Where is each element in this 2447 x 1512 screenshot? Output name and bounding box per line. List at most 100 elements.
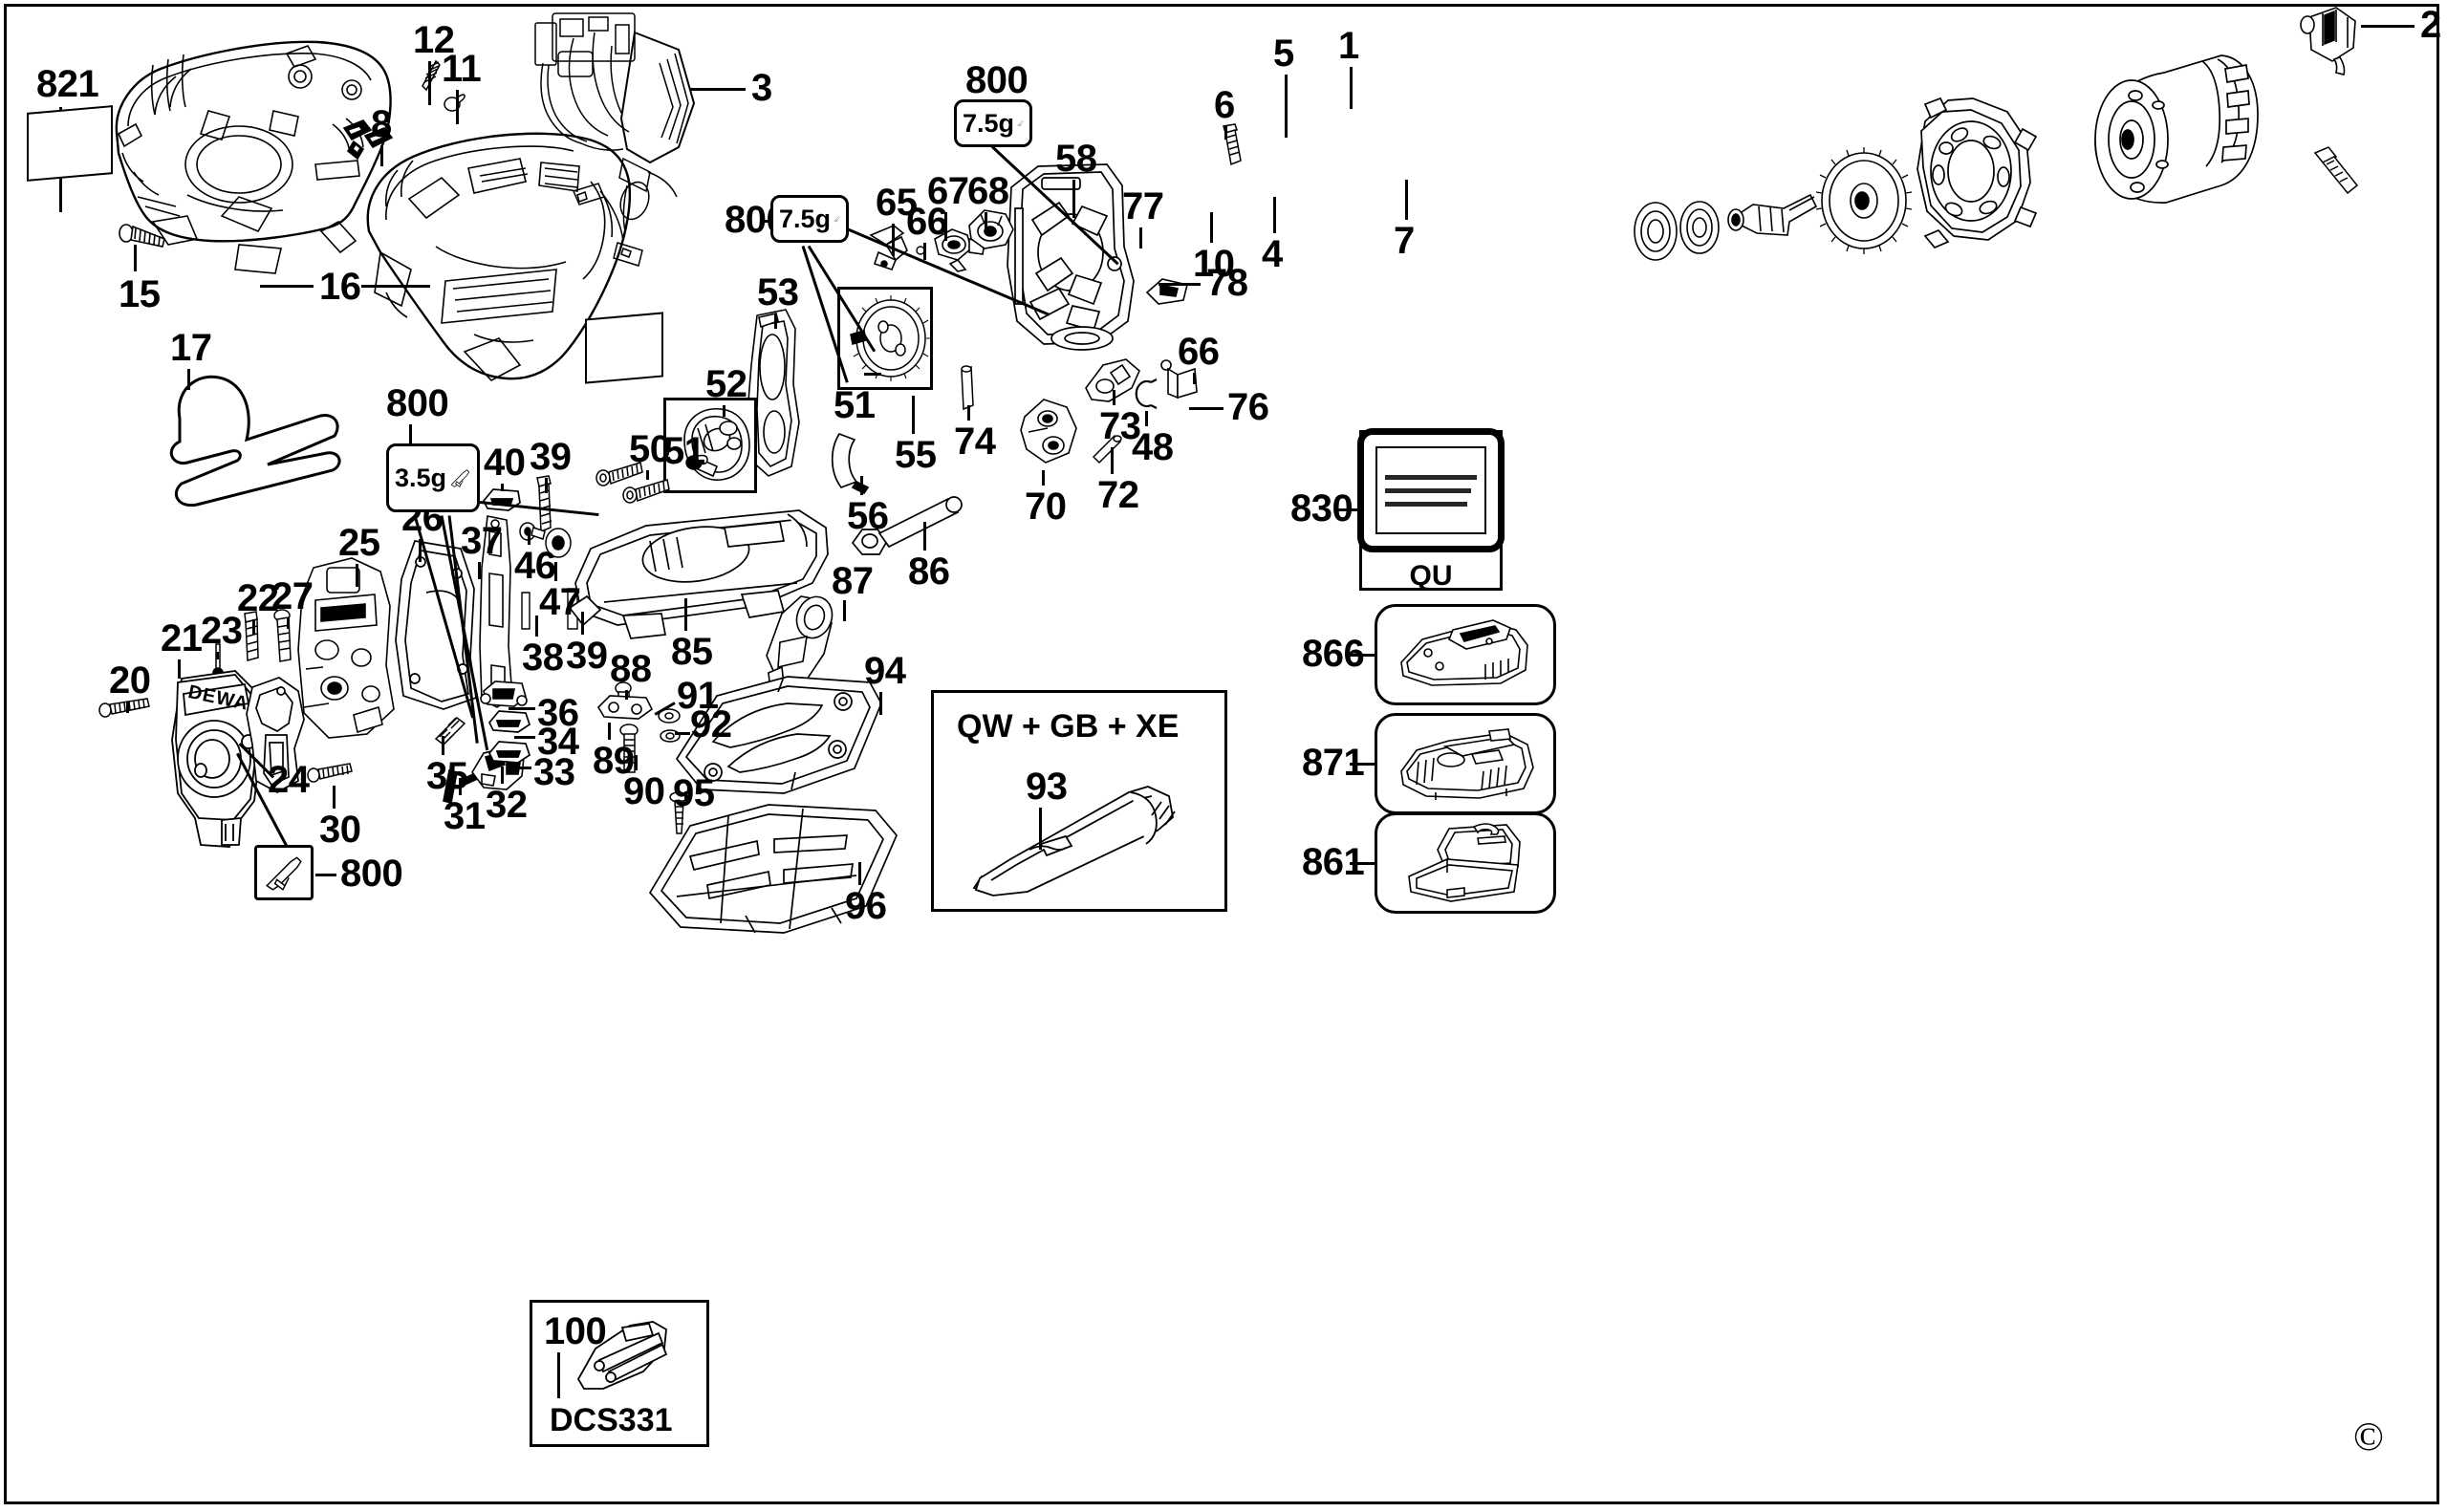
callout-31: 31	[444, 795, 486, 837]
leader-65	[892, 224, 895, 256]
leader-866	[1350, 654, 1375, 657]
manual-outline	[1357, 428, 1505, 552]
part-3-switch-wiring-assembly	[534, 4, 746, 281]
leader-1	[1350, 67, 1353, 109]
accessory-861-kit-box	[1375, 812, 1556, 914]
callout-78: 78	[1206, 262, 1248, 304]
leader-50	[646, 470, 649, 480]
callout-87: 87	[832, 560, 874, 602]
callout-12: 12	[413, 19, 455, 61]
part-93-dust-nozzle	[970, 775, 1209, 899]
leader-800-mid-left	[409, 424, 412, 445]
callout-91: 91	[677, 675, 719, 717]
battery-charger-icon	[1400, 728, 1534, 800]
callout-77: 77	[1122, 185, 1164, 227]
leader-94	[879, 692, 882, 715]
part-6-screw	[1216, 122, 1250, 168]
leader-95	[684, 791, 687, 801]
leader-90	[635, 755, 638, 770]
leader-72	[1111, 447, 1114, 474]
callout-34: 34	[537, 721, 579, 763]
part-51-set-screw	[684, 449, 711, 474]
leader-85	[684, 598, 687, 631]
leader-26	[419, 539, 422, 562]
part-50-screws	[595, 449, 671, 508]
leader-33	[510, 767, 531, 769]
callout-88: 88	[610, 648, 652, 690]
leader-88	[625, 690, 628, 700]
part-33-pad	[486, 736, 533, 767]
doc-text-line	[1385, 501, 1468, 507]
leader-861	[1350, 862, 1375, 865]
accessory-830-caption: QU	[1409, 560, 1453, 592]
kit-box-icon	[1408, 823, 1521, 902]
part-72-roll-pin	[1088, 428, 1130, 470]
grease-callout-800-top-right: 7.5g	[954, 99, 1032, 147]
grease-gun-icon	[1017, 120, 1024, 126]
callout-85: 85	[671, 631, 713, 673]
callout-38: 38	[522, 637, 564, 679]
grease-gun-icon	[450, 469, 470, 487]
leader-77	[1139, 227, 1142, 248]
callout-86: 86	[908, 551, 950, 593]
part-89-bracket	[595, 688, 656, 726]
part-91-washer	[656, 705, 682, 726]
callout-27: 27	[271, 575, 314, 617]
variant-box-qw-gb-xe: QW + GB + XE 93	[931, 690, 1227, 912]
callout-800-bottom-left: 800	[340, 853, 403, 895]
part-67-cam-lever	[929, 216, 990, 273]
leader-52	[723, 405, 725, 417]
grease-callout-800-bottom-left	[254, 845, 314, 900]
leader-34	[514, 736, 535, 739]
callout-32: 32	[486, 784, 528, 826]
part-25-housing-insert	[287, 554, 411, 745]
callout-821: 821	[36, 63, 99, 105]
leader-21	[178, 659, 181, 679]
callout-37: 37	[461, 520, 503, 562]
part-92-washer	[658, 726, 682, 745]
callout-22: 22	[237, 577, 279, 619]
callout-65: 65	[876, 182, 918, 224]
leader-10	[1210, 212, 1213, 243]
callout-20: 20	[109, 659, 151, 702]
leader-15	[134, 245, 137, 271]
leader-16-right	[361, 285, 430, 288]
part-16-housing-half-left	[96, 19, 411, 306]
callout-46: 46	[514, 545, 556, 587]
callout-72: 72	[1097, 474, 1139, 516]
leader-6	[1224, 126, 1227, 140]
leader-87	[843, 600, 846, 621]
callout-66-lower: 66	[1178, 331, 1220, 373]
callout-94: 94	[864, 650, 906, 692]
leader-39-lower	[581, 612, 584, 635]
part-100-shoe-plate	[574, 1316, 685, 1396]
part-2-carbon-brush	[2294, 4, 2371, 76]
callout-47: 47	[539, 581, 581, 623]
callout-93: 93	[1026, 766, 1068, 808]
leader-35	[442, 736, 444, 755]
leader-55	[912, 396, 915, 434]
callout-66-upper: 66	[906, 201, 948, 243]
part-76-guide-pin	[1149, 354, 1216, 411]
leader-3	[690, 88, 746, 91]
copyright-symbol: ©	[2353, 1415, 2384, 1459]
part-47-roller	[541, 524, 575, 562]
part-5-motor-end-cap	[1900, 91, 2053, 249]
leader-58	[1072, 180, 1075, 218]
leader-8	[380, 145, 383, 166]
callout-92: 92	[690, 703, 732, 745]
leader-76	[1189, 407, 1224, 410]
callout-76: 76	[1227, 386, 1269, 428]
leader-22	[252, 619, 255, 635]
callout-52: 52	[705, 363, 747, 405]
callout-800-mid-left: 800	[386, 382, 449, 424]
leader-70	[1042, 470, 1045, 486]
callout-25: 25	[338, 522, 380, 564]
leader-92	[675, 732, 690, 735]
part-95-screw	[667, 789, 692, 839]
callout-39-lower: 39	[566, 635, 608, 677]
leader-66-upper	[923, 243, 926, 260]
part-73-lever	[1080, 354, 1147, 411]
callout-51-lower: 51	[663, 430, 705, 472]
doc-text-line	[1385, 487, 1472, 493]
